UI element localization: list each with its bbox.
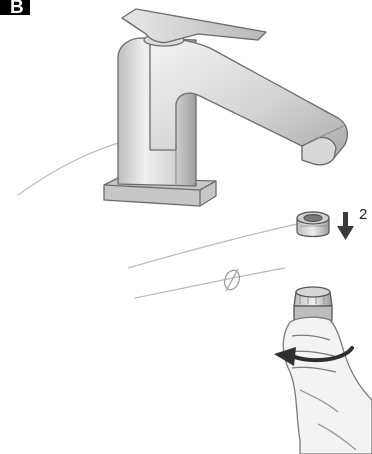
- basin-lower-edge: [135, 268, 285, 298]
- sub-step-number: 2: [359, 207, 367, 223]
- basin-front-rim: [128, 222, 306, 268]
- aerator-icon: [297, 212, 329, 237]
- hand-shape: [283, 317, 372, 454]
- faucet-icon: [104, 9, 347, 206]
- hand-icon: [283, 287, 372, 454]
- down-arrow-icon: [337, 212, 354, 240]
- prohibited-tool-icon: [222, 268, 242, 292]
